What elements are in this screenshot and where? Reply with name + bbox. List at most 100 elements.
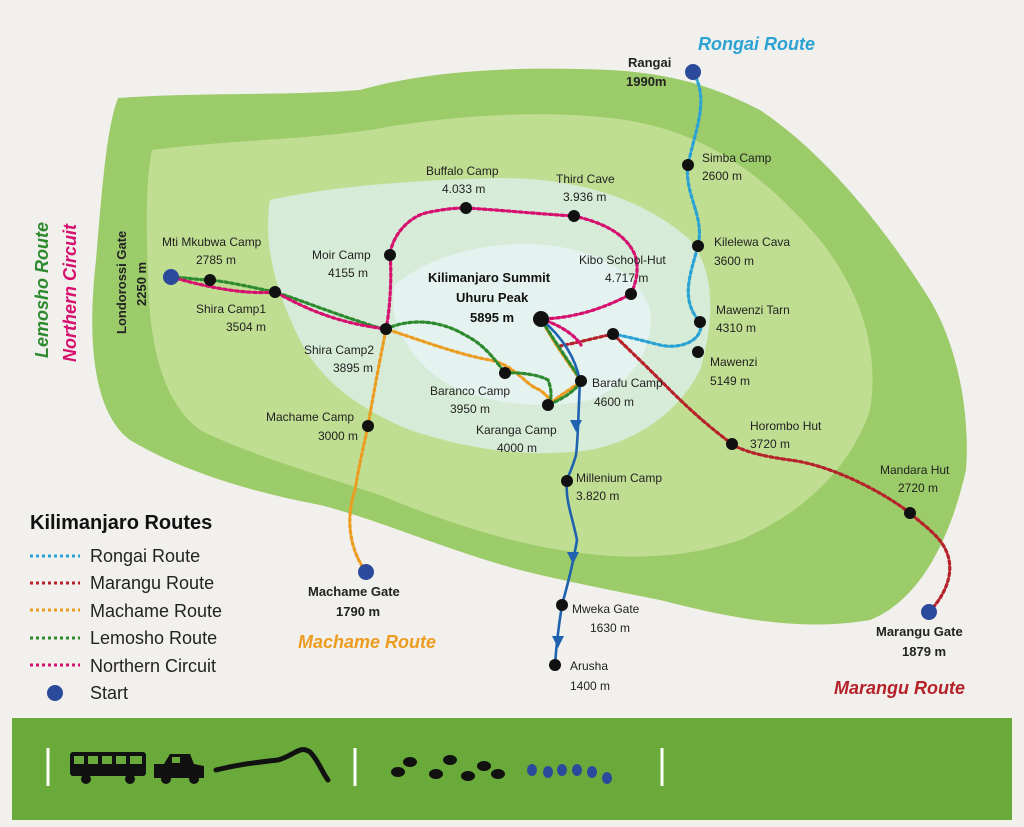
summit-label-line2: Uhuru Peak [456,290,529,305]
legend-label-machame: Machame Route [90,601,222,621]
marker-junction [607,328,619,340]
label-third-cave-alt: 3.936 m [563,190,606,204]
label-simba-name: Simba Camp [702,151,772,165]
start-marker-machame [358,564,374,580]
camp-markers [204,159,916,671]
start-markers [163,64,937,620]
legend-label-start: Start [90,683,128,703]
marker-karanga [542,399,554,411]
label-shira2-name: Shira Camp2 [304,343,374,357]
label-barafu-name: Barafu Camp [592,376,663,390]
summit-label-line3: 5895 m [470,310,514,325]
legend-start-dot-icon [47,685,63,701]
route-title-marangu: Marangu Route [834,678,965,698]
label-londorossi-alt: 2250 m [134,262,149,306]
label-arusha-name: Arusha [570,659,608,673]
label-karanga-alt: 4000 m [497,441,537,455]
label-kibo-name: Kibo School-Hut [579,253,666,267]
marker-kibo [625,288,637,300]
marker-horombo [726,438,738,450]
label-mti-mkubwa-alt: 2785 m [196,253,236,267]
marker-summit [533,311,549,327]
label-rangai-name: Rangai [628,55,671,70]
label-shira2-alt: 3895 m [333,361,373,375]
label-mawenzi-tarn-name: Mawenzi Tarn [716,303,790,317]
label-mweka-alt: 1630 m [590,621,630,635]
label-horombo-alt: 3720 m [750,437,790,451]
descent-arrow-icon [567,552,579,564]
label-machame-gate-name: Machame Gate [308,584,400,599]
mountain-zone-core [392,244,651,405]
marker-arusha [549,659,561,671]
marker-mandara [904,507,916,519]
marker-machame-camp [362,420,374,432]
machame-route-line [348,317,584,574]
route-title-lemosho: Lemosho Route [32,222,52,358]
label-shira1-alt: 3504 m [226,320,266,334]
bus-icon [70,752,146,784]
legend-label-lemosho: Lemosho Route [90,628,217,648]
label-moir-name: Moir Camp [312,248,371,262]
label-baranco-name: Baranco Camp [430,384,510,398]
label-millenium-name: Millenium Camp [576,471,662,485]
legend: Kilimanjaro Routes Rongai Route Marangu … [30,512,222,703]
label-mandara-alt: 2720 m [898,481,938,495]
legend-label-marangu: Marangu Route [90,573,214,593]
label-mweka-name: Mweka Gate [572,602,640,616]
descent-arrow-icon [552,636,564,648]
route-title-machame: Machame Route [298,632,436,652]
road-icon [213,747,331,783]
marker-mawenzi [692,346,704,358]
route-title-rongai: Rongai Route [698,34,815,54]
marker-mti-mkubwa [204,274,216,286]
label-third-cave-name: Third Cave [556,172,615,186]
label-buffalo-alt: 4.033 m [442,182,485,196]
footprints-icon [391,755,505,781]
label-millenium-alt: 3.820 m [576,489,619,503]
marker-mawenzi-tarn [694,316,706,328]
label-arusha-alt: 1400 m [570,679,610,693]
route-title-northern: Northern Circuit [60,223,80,362]
label-mawenzi-tarn-alt: 4310 m [716,321,756,335]
label-rangai-alt: 1990m [626,74,666,89]
marker-moir [384,249,396,261]
label-barafu-alt: 4600 m [594,395,634,409]
marker-third-cave [568,210,580,222]
marker-mweka [556,599,568,611]
legend-title: Kilimanjaro Routes [30,512,212,534]
marker-millenium [561,475,573,487]
label-kilelewa-name: Kilelewa Cava [714,235,790,249]
marker-simba [682,159,694,171]
start-marker-rangai [685,64,701,80]
start-marker-marangu [921,604,937,620]
marker-kilelewa [692,240,704,252]
label-baranco-alt: 3950 m [450,402,490,416]
summit-label-line1: Kilimanjaro Summit [428,270,551,285]
legend-label-northern: Northern Circuit [90,656,216,676]
jeep-icon [154,754,204,784]
label-kilelewa-alt: 3600 m [714,254,754,268]
label-marangu-gate-name: Marangu Gate [876,624,963,639]
label-mti-mkubwa-name: Mti Mkubwa Camp [162,235,262,249]
label-marangu-gate-alt: 1879 m [902,644,946,659]
label-buffalo-name: Buffalo Camp [426,164,499,178]
label-horombo-name: Horombo Hut [750,419,822,433]
label-mawenzi-alt: 5149 m [710,374,750,388]
label-machame-camp-name: Machame Camp [266,410,354,424]
label-londorossi-name: Londorossi Gate [114,231,129,334]
label-kibo-alt: 4.717 m [605,271,648,285]
marker-shira2 [380,323,392,335]
lemosho-route-line [169,275,583,407]
marangu-route-line [558,332,952,614]
marker-buffalo [460,202,472,214]
marker-barafu [575,375,587,387]
descent-arrow-icon [570,420,582,432]
label-simba-alt: 2600 m [702,169,742,183]
marker-shira1 [269,286,281,298]
label-machame-camp-alt: 3000 m [318,429,358,443]
label-moir-alt: 4155 m [328,266,368,280]
start-marker-londorossi [163,269,179,285]
trail-dots-icon [527,764,612,784]
label-mandara-name: Mandara Hut [880,463,950,477]
